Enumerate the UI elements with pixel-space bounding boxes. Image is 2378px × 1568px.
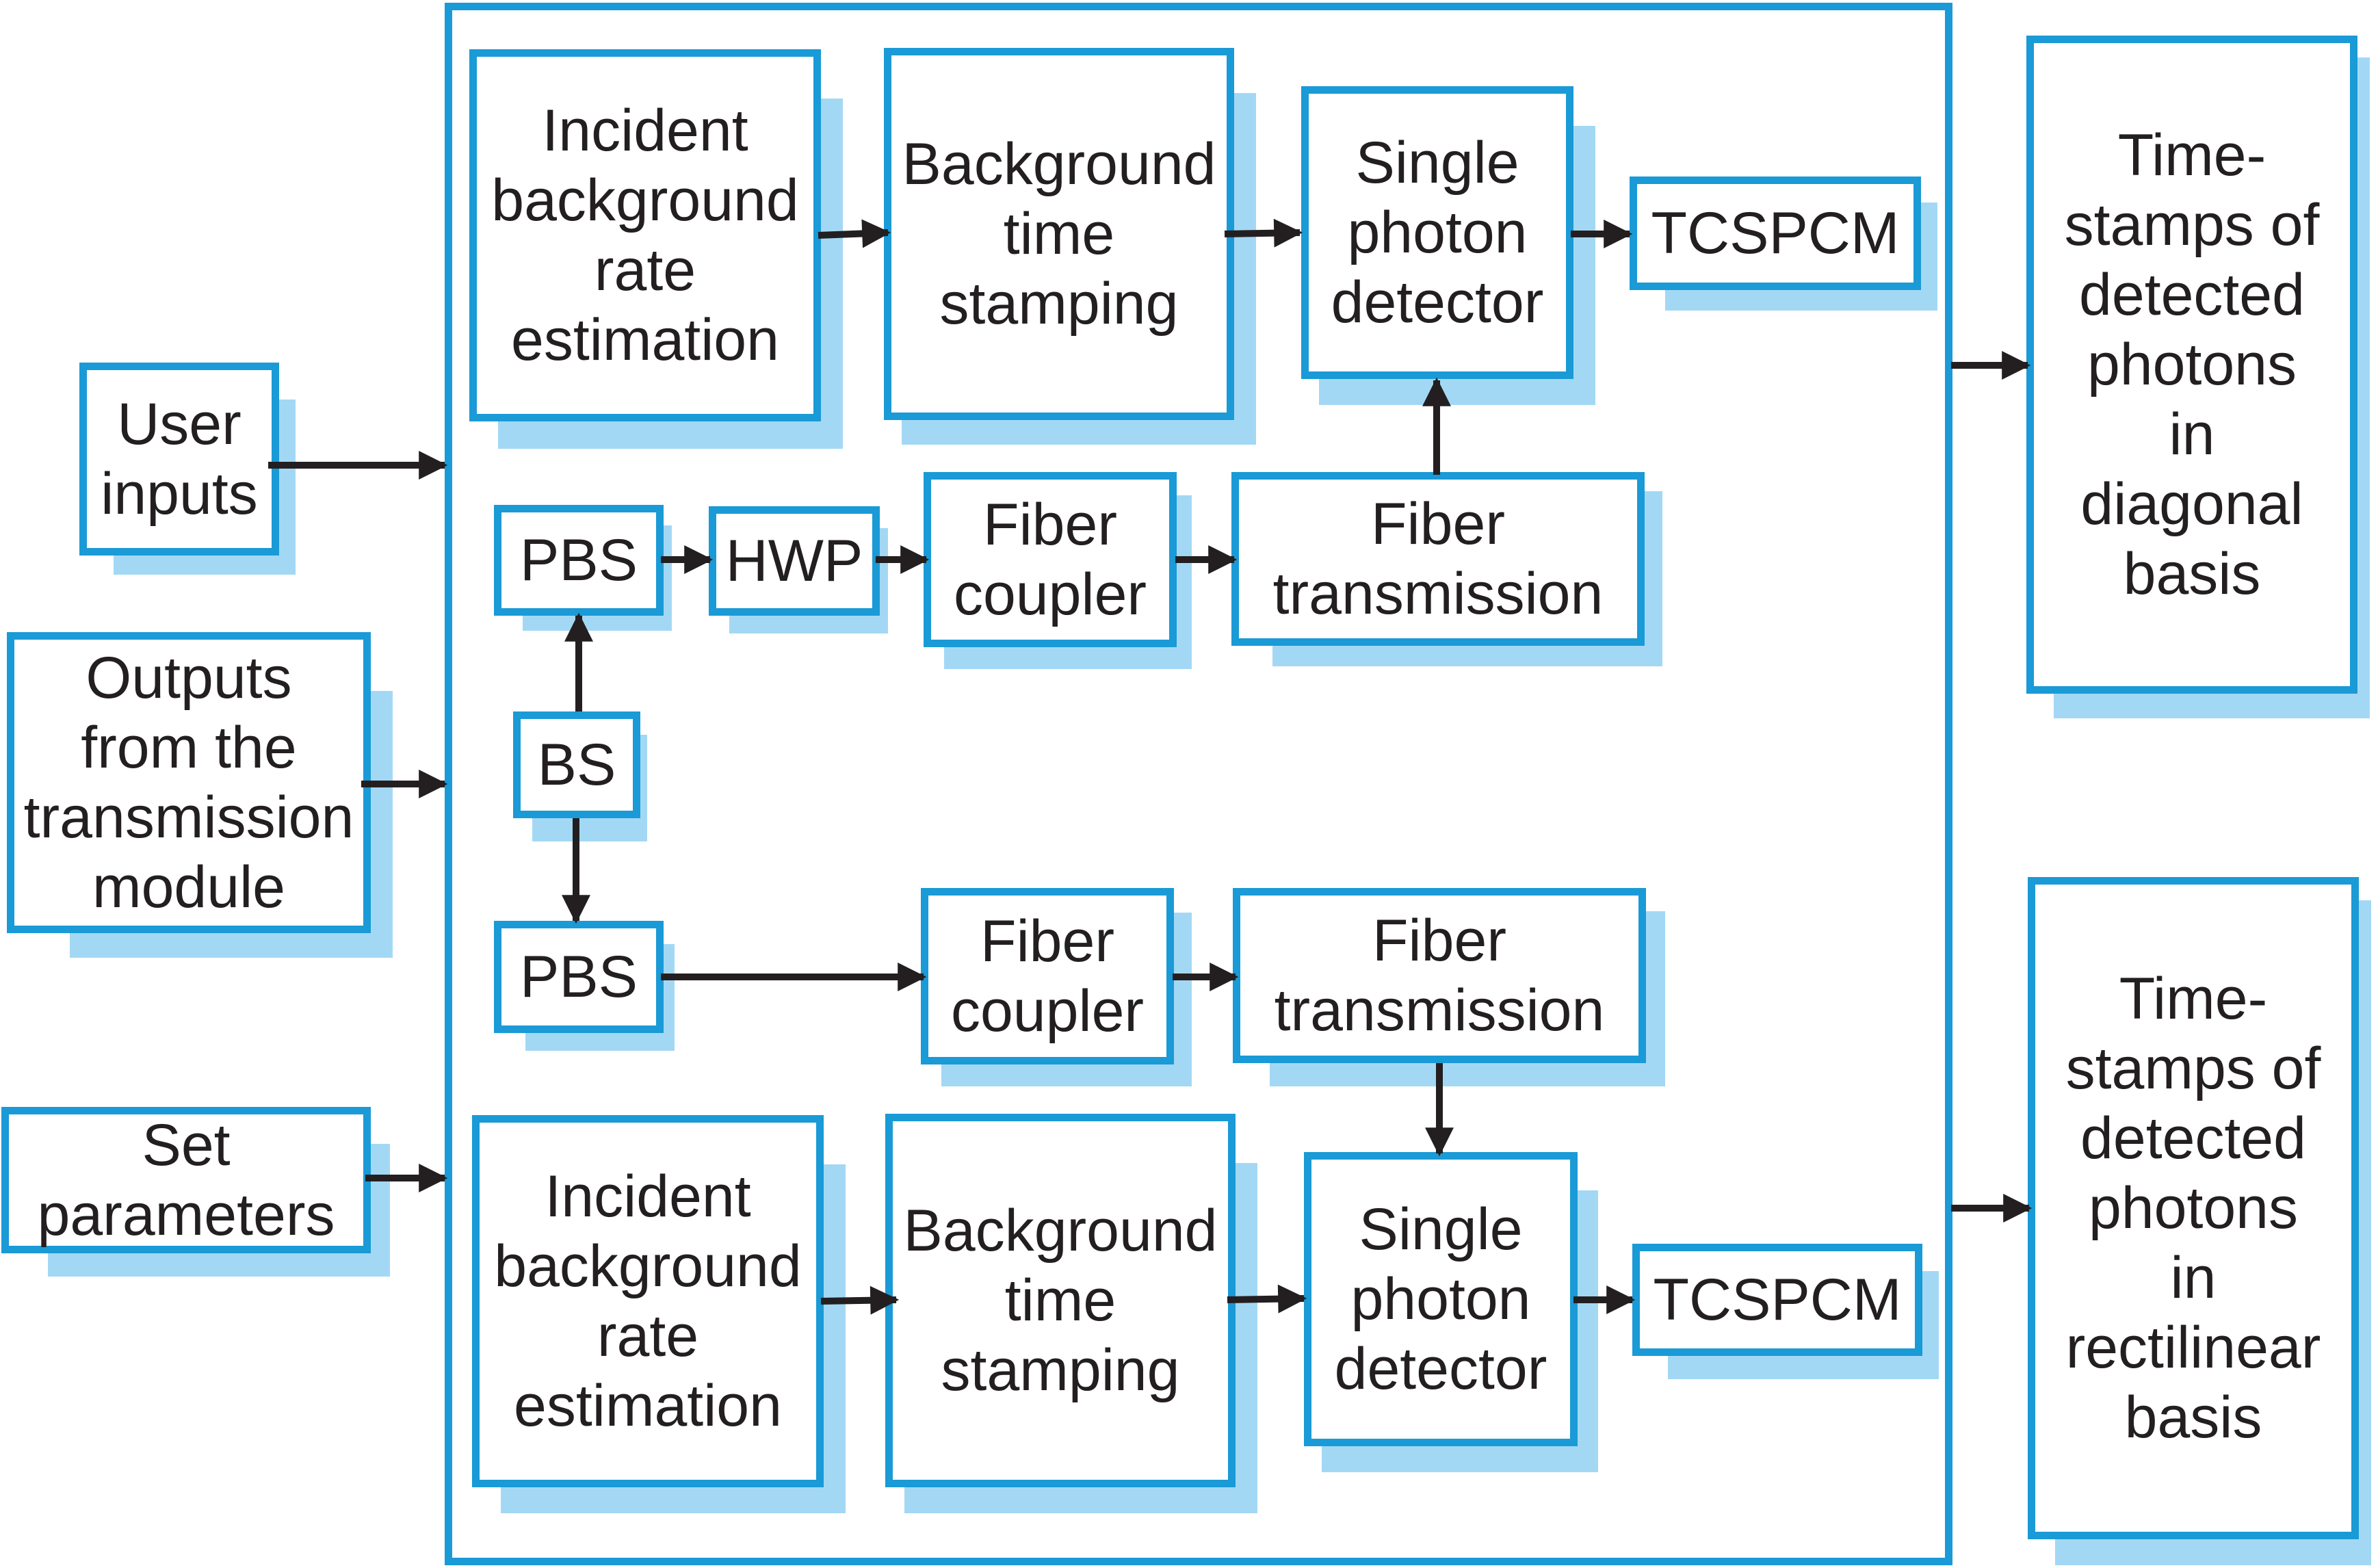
arrow <box>1227 1284 1307 1314</box>
fiber-coupler-block: Fiber coupler <box>921 888 1174 1064</box>
fiber-coupler-block: Fiber coupler <box>924 472 1177 647</box>
pbs-block: PBS <box>494 921 664 1033</box>
background-time-stamping-block: Background time stamping <box>884 48 1234 420</box>
arrow <box>820 1285 900 1315</box>
user-inputs-block: User inputs <box>79 363 279 556</box>
single-photon-detector-block: Single photon detector <box>1304 1152 1578 1446</box>
incident-background-rate-estimation-block: Incident background rate estimation <box>469 49 821 421</box>
tcspcm-block: TCSPCM <box>1630 177 1921 290</box>
tcspcm-block: TCSPCM <box>1632 1244 1922 1356</box>
hwp-block: HWP <box>709 506 880 616</box>
fiber-transmission-block: Fiber transmission <box>1233 888 1646 1063</box>
transmission-outputs-block: Outputs from the transmission module <box>7 632 371 933</box>
single-photon-detector-block: Single photon detector <box>1301 86 1573 379</box>
pbs-block: PBS <box>494 505 664 616</box>
arrow <box>818 219 891 248</box>
arrow <box>1224 218 1303 248</box>
receiver-module-frame <box>445 3 1952 1565</box>
beam-splitter-block: BS <box>513 711 640 818</box>
fiber-transmission-block: Fiber transmission <box>1231 472 1645 646</box>
incident-background-rate-estimation-block: Incident background rate estimation <box>472 1115 824 1487</box>
rectilinear-basis-timestamps-block: Time- stamps of detected photons in rect… <box>2028 877 2359 1539</box>
set-parameters-block: Set parameters <box>1 1107 371 1253</box>
